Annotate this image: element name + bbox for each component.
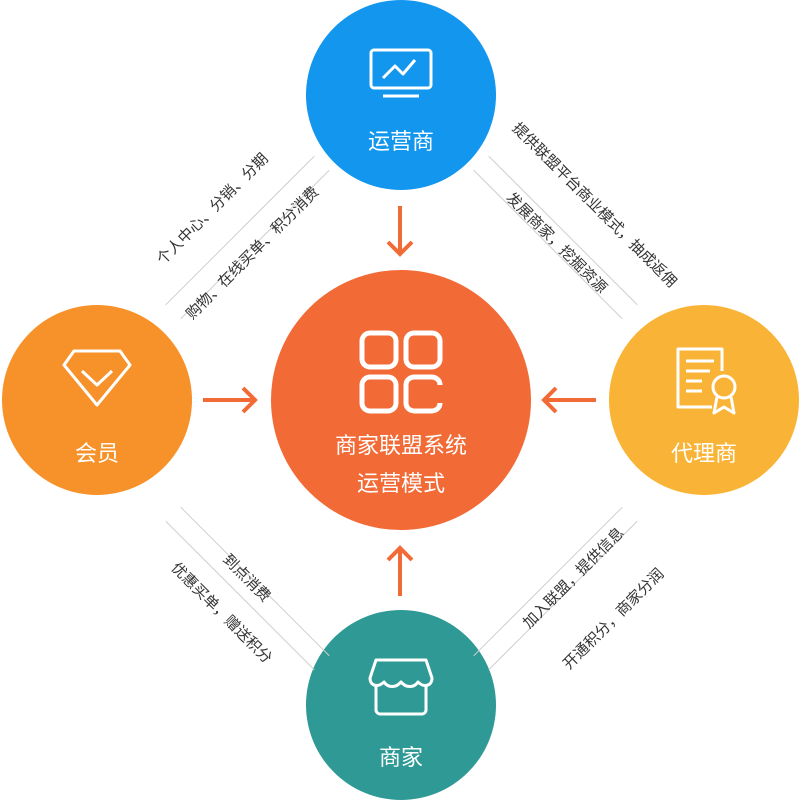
node-agent-label: 代理商: [670, 442, 737, 467]
storefront-icon: [368, 654, 434, 722]
node-center-system: 商家联盟系统 运营模式: [271, 270, 531, 530]
node-merchant-label: 商家: [378, 746, 423, 771]
certificate-icon: [672, 345, 742, 421]
grid-apps-icon: [359, 330, 443, 418]
diamond-icon: [60, 345, 134, 415]
edge-top-left-line2: 购物、在线买单、积分消费: [182, 182, 323, 323]
edge-top-right-line2: 发展商家，挖掘资源: [502, 188, 611, 297]
node-member: 会员: [2, 305, 192, 495]
connector-bottom-left: [165, 520, 315, 671]
node-member-label: 会员: [74, 442, 119, 467]
arrow-up-icon: [386, 544, 414, 600]
node-operator-label: 运营商: [367, 130, 434, 155]
monitor-chart-icon: [369, 46, 433, 106]
node-operator: 运营商: [306, 0, 496, 190]
node-agent: 代理商: [609, 305, 799, 495]
center-title: 商家联盟系统: [334, 434, 467, 459]
node-merchant: 商家: [306, 610, 496, 800]
arrow-down-icon: [386, 206, 414, 262]
arrow-left-icon: [540, 386, 596, 418]
arrow-right-icon: [203, 386, 259, 418]
center-subtitle: 运营模式: [356, 472, 445, 497]
